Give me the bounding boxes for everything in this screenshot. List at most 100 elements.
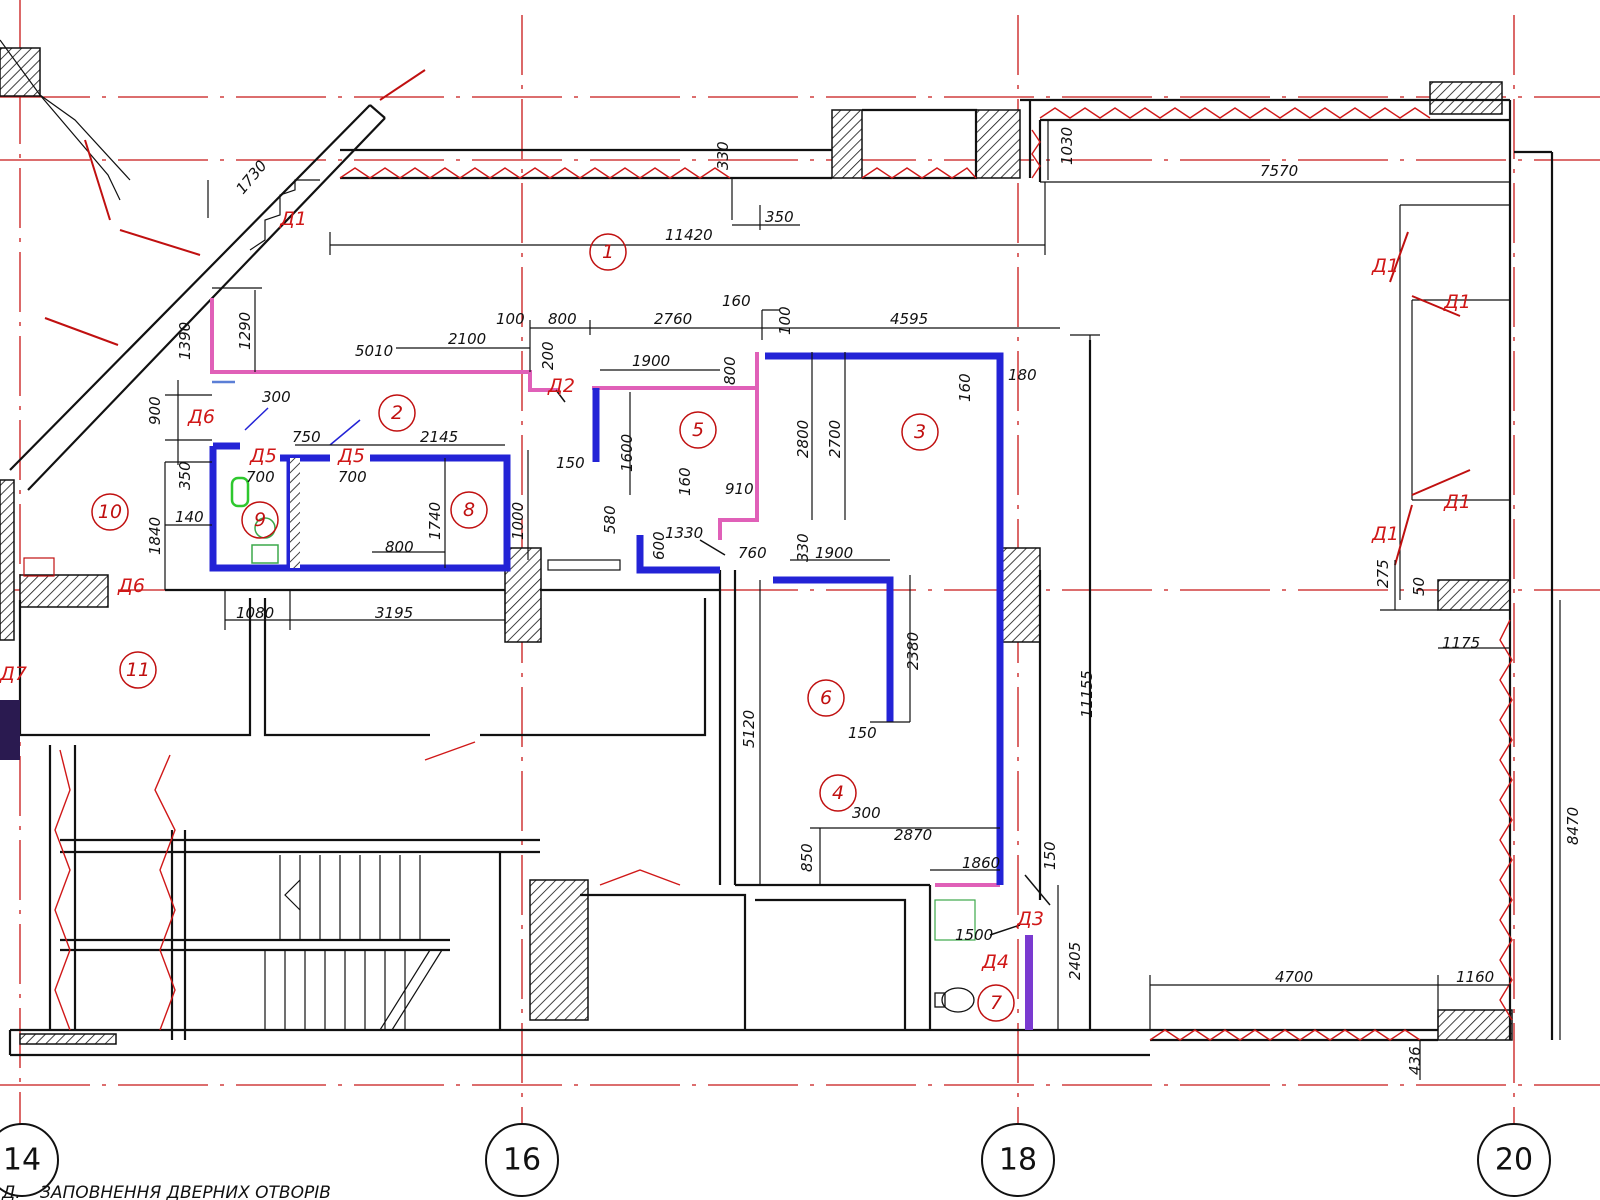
dim-160c: 160 [676, 467, 694, 496]
dim-436: 436 [1406, 1046, 1424, 1075]
dim-850: 850 [798, 843, 816, 872]
dim-5120: 5120 [740, 710, 758, 748]
door-label-d1: Д1 [1371, 255, 1399, 277]
dim-760: 760 [738, 544, 767, 562]
blue-partitions [0, 352, 1033, 1030]
dim-1860: 1860 [962, 854, 1000, 872]
caption: Д. ЗАПОВНЕННЯ ДВЕРНИХ ОТВОРІВ [1, 1183, 331, 1200]
room-4-number: 4 [832, 782, 844, 804]
fixtures [23, 476, 976, 1013]
caption-text: ЗАПОВНЕННЯ ДВЕРНИХ ОТВОРІВ [40, 1183, 331, 1200]
axis-marker-18: 18 [981, 1123, 1055, 1197]
dim-150a: 150 [556, 454, 585, 472]
dim-1740: 1740 [426, 502, 444, 540]
door-label-d5: Д5 [337, 445, 365, 467]
dim-150b: 150 [848, 724, 877, 742]
dim-2700: 2700 [826, 420, 844, 458]
hatched-columns [0, 47, 1513, 1045]
door-label-d7: Д7 [0, 663, 27, 685]
dim-1500: 1500 [955, 926, 993, 944]
window-zigzags [339, 107, 1513, 1041]
dim-300: 300 [262, 388, 291, 406]
dimension-labels: 1730 330 350 1030 7570 11420 1290 1390 5… [146, 127, 1582, 1075]
toilet-room7-icon [941, 987, 975, 1013]
dim-2145: 2145 [420, 428, 458, 446]
door-label-d6: Д6 [187, 406, 215, 428]
dim-100b: 100 [776, 306, 794, 335]
door-label-d1: Д1 [1371, 523, 1399, 545]
dim-180: 180 [1008, 366, 1037, 384]
door-label-d3: Д3 [1016, 908, 1044, 930]
room-2-number: 2 [391, 402, 403, 424]
axis-label-14: 14 [3, 1143, 41, 1178]
room-2: 2 [378, 394, 416, 432]
room-7: 7 [977, 984, 1015, 1022]
room-9: 9 [241, 501, 279, 539]
dim-275: 275 [1374, 559, 1392, 588]
room-numbers: 1 2 3 4 5 6 7 8 9 10 11 [91, 233, 1015, 1022]
dim-600: 600 [650, 531, 668, 560]
dim-11155: 11155 [1078, 670, 1096, 718]
room-1-number: 1 [602, 241, 614, 263]
axis-label-16: 16 [503, 1143, 541, 1178]
pink-partitions [210, 298, 1000, 887]
dim-2380: 2380 [904, 632, 922, 670]
door-label-d1: Д1 [1443, 291, 1471, 313]
dim-910: 910 [725, 480, 754, 498]
dim-800c: 800 [385, 538, 414, 556]
dim-1080: 1080 [236, 604, 274, 622]
door-label-d1: Д1 [1443, 491, 1471, 513]
dim-160b: 160 [956, 373, 974, 402]
dim-1730: 1730 [232, 157, 270, 198]
door-label-d5: Д5 [249, 445, 277, 467]
dim-330: 330 [714, 141, 732, 170]
axis-marker-20: 20 [1477, 1123, 1551, 1197]
door-label-d1: Д1 [279, 208, 307, 230]
walls [0, 39, 1554, 1057]
dim-700a: 700 [246, 468, 275, 486]
dim-4595: 4595 [890, 310, 928, 328]
room-3: 3 [901, 413, 939, 451]
dim-330b: 330 [794, 533, 812, 562]
room-3-number: 3 [914, 421, 926, 443]
dim-800b: 800 [721, 356, 739, 385]
door-label-d4: Д4 [981, 951, 1009, 973]
door-labels: Д1 Д1 Д1 Д1 Д1 Д2 Д3 Д4 Д5 Д5 Д6 Д6 Д7 [0, 208, 1471, 973]
axis-markers: 14 16 18 20 [0, 1123, 1551, 1197]
dim-200: 200 [539, 341, 557, 370]
room-9-number: 9 [254, 509, 266, 531]
dim-1840: 1840 [146, 517, 164, 555]
axis-marker-16: 16 [485, 1123, 559, 1197]
axis-label-18: 18 [999, 1143, 1037, 1178]
dim-2760: 2760 [654, 310, 692, 328]
room-6: 6 [807, 679, 845, 717]
dim-580: 580 [601, 505, 619, 534]
room-4: 4 [819, 774, 857, 812]
dim-2100: 2100 [448, 330, 486, 348]
room-5-number: 5 [692, 419, 704, 441]
dim-100a: 100 [496, 310, 525, 328]
dim-4700: 4700 [1275, 968, 1313, 986]
dim-350: 350 [765, 208, 794, 226]
dim-11420: 11420 [665, 226, 713, 244]
radiator-icon [547, 559, 621, 571]
dim-1900a: 1900 [632, 352, 670, 370]
dim-350: 350 [176, 461, 194, 490]
dim-900: 900 [146, 396, 164, 425]
dim-2870: 2870 [894, 826, 932, 844]
dim-1330: 1330 [665, 524, 703, 542]
dim-1290: 1290 [236, 312, 254, 350]
room-11-number: 11 [126, 659, 150, 681]
dim-50: 50 [1410, 577, 1428, 596]
dim-160a: 160 [722, 292, 751, 310]
dim-150c: 150 [1041, 841, 1059, 870]
room-10: 10 [91, 493, 129, 531]
dim-750: 750 [292, 428, 321, 446]
room-11: 11 [119, 651, 157, 689]
sink-icon [230, 476, 250, 508]
dim-1175: 1175 [1442, 634, 1480, 652]
dim-800a: 800 [548, 310, 577, 328]
dim-1390: 1390 [176, 322, 194, 360]
room-6-number: 6 [820, 687, 832, 709]
door-label-d6: Д6 [117, 575, 145, 597]
